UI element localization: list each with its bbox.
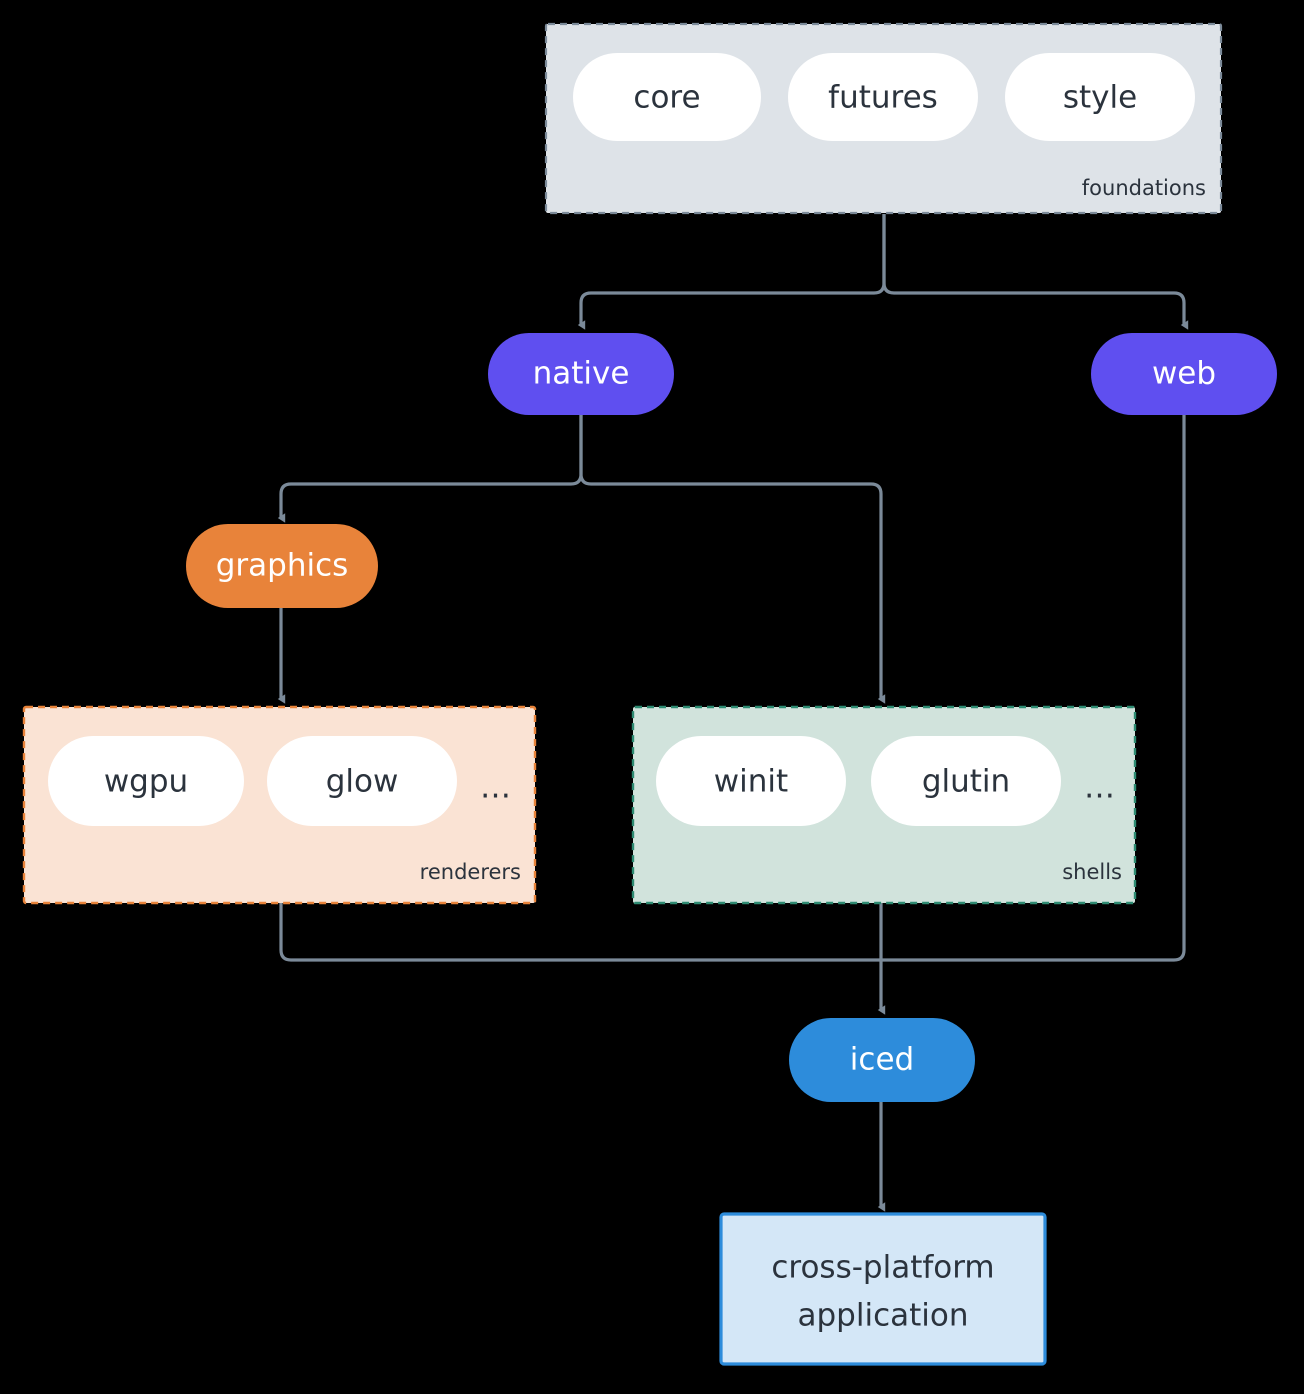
node-web-shape[interactable] — [1091, 333, 1277, 415]
group-renderers-label: renderers — [420, 860, 521, 884]
node-style[interactable]: style — [1005, 53, 1195, 141]
node-web[interactable]: web — [1091, 333, 1277, 415]
node-style-label: style — [1063, 80, 1137, 116]
node-glow[interactable]: glow — [267, 736, 457, 826]
group-foundations-label: foundations — [1082, 176, 1206, 200]
node-graphics-shape[interactable] — [186, 524, 378, 608]
node-wgpu-shape[interactable] — [48, 736, 244, 826]
node-iced[interactable]: iced — [789, 1018, 975, 1102]
group-shells-label: shells — [1062, 860, 1122, 884]
node-winit-label: winit — [714, 764, 788, 800]
node-graphics[interactable]: graphics — [186, 524, 378, 608]
node-glutin[interactable]: glutin — [871, 736, 1061, 826]
node-application-label-line1: cross-platform — [771, 1250, 994, 1286]
node-winit-shape[interactable] — [656, 736, 846, 826]
node-native-label: native — [533, 356, 630, 392]
node-shells-more-label: … — [1084, 770, 1116, 806]
node-glutin-label: glutin — [922, 764, 1010, 800]
node-futures-shape[interactable] — [788, 53, 978, 141]
node-glutin-shape[interactable] — [871, 736, 1061, 826]
node-core-shape[interactable] — [573, 53, 761, 141]
node-graphics-label: graphics — [216, 548, 349, 584]
node-style-shape[interactable] — [1005, 53, 1195, 141]
node-native-shape[interactable] — [488, 333, 674, 415]
edge-foundations-to-native — [577, 214, 886, 330]
node-futures[interactable]: futures — [788, 53, 978, 141]
node-iced-label: iced — [850, 1042, 914, 1078]
node-web-label: web — [1152, 356, 1216, 392]
node-core[interactable]: core — [573, 53, 761, 141]
edge-web-to-iced — [881, 415, 1186, 962]
node-wgpu-label: wgpu — [104, 764, 188, 800]
edge-native-to-shells — [579, 415, 886, 704]
node-glow-label: glow — [326, 764, 399, 800]
edge-renderers-to-iced — [279, 903, 881, 962]
node-application-shape[interactable] — [719, 1212, 1047, 1366]
node-futures-label: futures — [828, 80, 938, 116]
edge-layer — [277, 214, 1189, 1212]
node-application[interactable]: cross-platform application — [719, 1212, 1047, 1366]
group-foundations: core futures style foundations — [544, 22, 1223, 215]
node-winit[interactable]: winit — [656, 736, 846, 826]
node-renderers-more-label: … — [480, 770, 512, 806]
edge-native-to-graphics — [277, 415, 583, 523]
group-shells: winit glutin … shells — [631, 705, 1137, 905]
node-glow-shape[interactable] — [267, 736, 457, 826]
node-iced-shape[interactable] — [789, 1018, 975, 1102]
node-wgpu[interactable]: wgpu — [48, 736, 244, 826]
node-core-label: core — [633, 80, 700, 116]
node-application-label-line2: application — [798, 1298, 969, 1334]
edge-foundations-to-web — [882, 214, 1189, 330]
group-renderers: wgpu glow … renderers — [22, 705, 537, 905]
node-native[interactable]: native — [488, 333, 674, 415]
